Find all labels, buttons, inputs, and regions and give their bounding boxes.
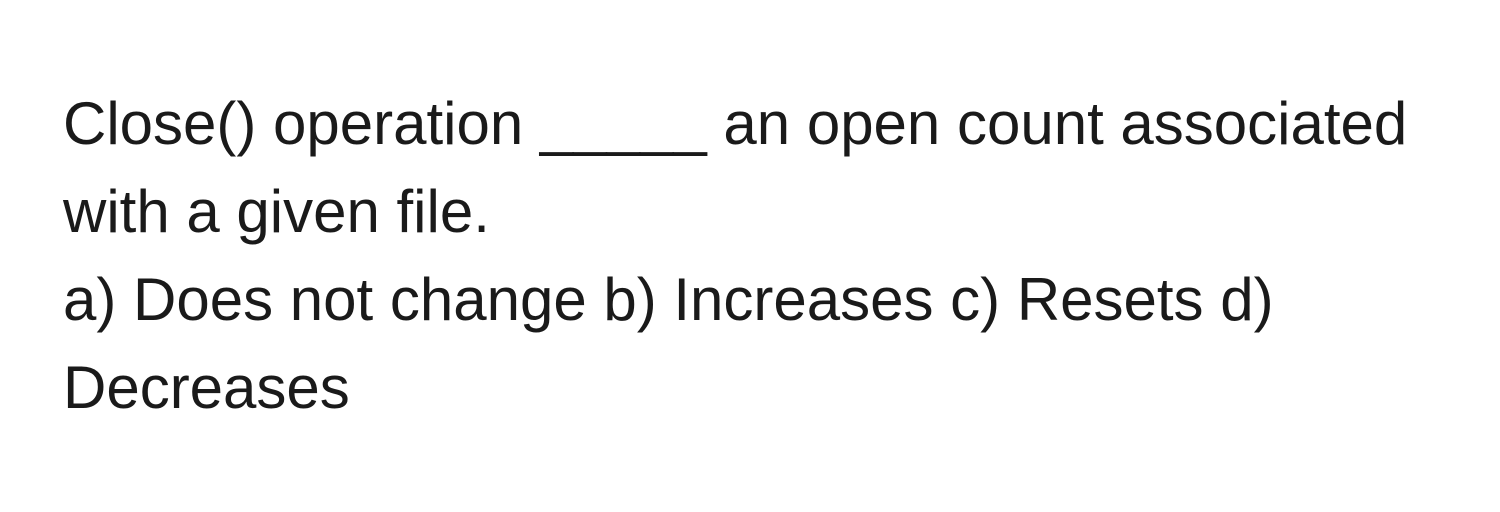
options-line-1: a) Does not change b) Increases c) Reset… [63, 266, 1274, 333]
question-line-2: with a given file. [63, 178, 490, 245]
question-content: Close() operation _____ an open count as… [63, 80, 1460, 432]
options-line-2: Decreases [63, 354, 350, 421]
question-line-1: Close() operation _____ an open count as… [63, 90, 1408, 157]
question-text: Close() operation _____ an open count as… [63, 80, 1460, 256]
answer-options-text: a) Does not change b) Increases c) Reset… [63, 256, 1460, 432]
